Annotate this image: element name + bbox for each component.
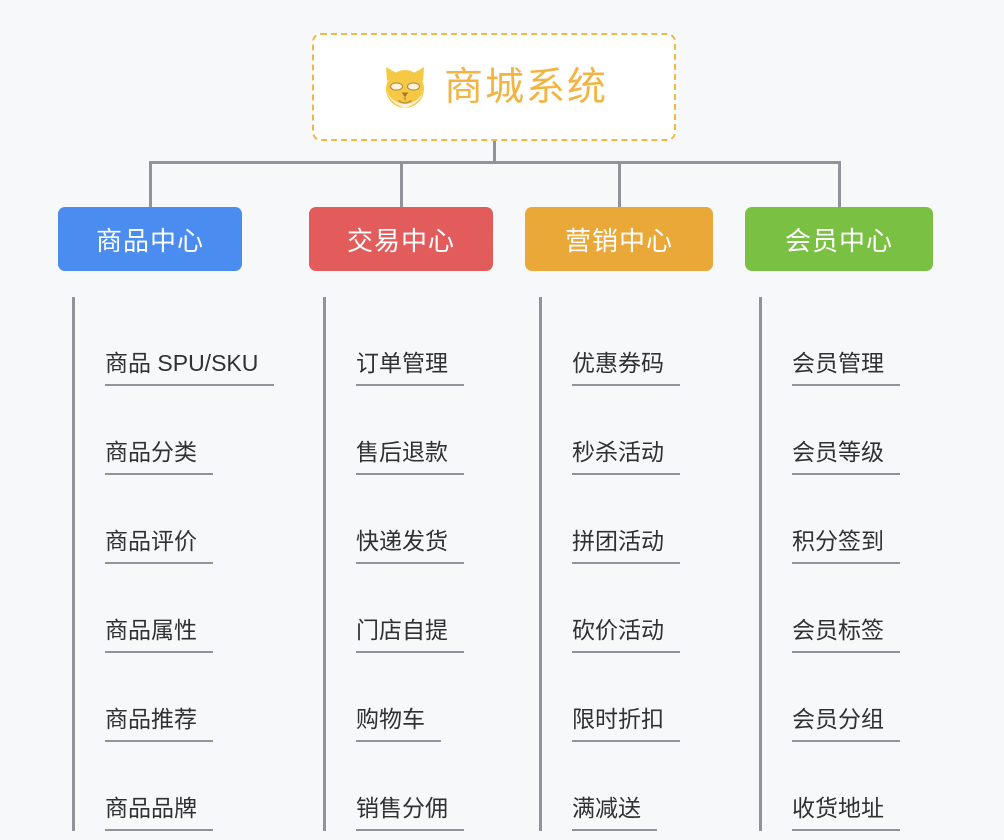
leaf-label: 商品分类 bbox=[105, 439, 213, 475]
leaf-list-product-center: 商品 SPU/SKU 商品分类 商品评价 商品属性 商品推荐 商品品牌 bbox=[72, 297, 275, 831]
list-item[interactable]: 门店自提 bbox=[326, 564, 493, 653]
connector-drop-trade-center bbox=[400, 161, 403, 208]
column-product-center: 商品中心 商品 SPU/SKU 商品分类 商品评价 商品属性 商品推荐 商品品牌 bbox=[58, 207, 275, 831]
leaf-label: 商品评价 bbox=[105, 528, 213, 564]
column-trade-center: 交易中心 订单管理 售后退款 快递发货 门店自提 购物车 销售分佣 bbox=[309, 207, 493, 831]
list-item[interactable]: 订单管理 bbox=[326, 297, 493, 386]
leaf-label: 门店自提 bbox=[356, 617, 464, 653]
category-header-member-center[interactable]: 会员中心 bbox=[745, 207, 933, 271]
leaf-label: 销售分佣 bbox=[356, 795, 464, 831]
list-item[interactable]: 收货地址 bbox=[762, 742, 933, 831]
category-label: 营销中心 bbox=[564, 225, 673, 256]
leaf-label: 优惠券码 bbox=[572, 350, 680, 386]
leaf-label: 收货地址 bbox=[792, 795, 900, 831]
list-item[interactable]: 会员等级 bbox=[762, 386, 933, 475]
list-item[interactable]: 优惠券码 bbox=[542, 297, 713, 386]
list-item[interactable]: 购物车 bbox=[326, 653, 493, 742]
category-header-product-center[interactable]: 商品中心 bbox=[58, 207, 242, 271]
leaf-label: 会员管理 bbox=[792, 350, 900, 386]
list-item[interactable]: 快递发货 bbox=[326, 475, 493, 564]
leaf-label: 商品属性 bbox=[105, 617, 213, 653]
leaf-label: 商品品牌 bbox=[105, 795, 213, 831]
category-header-trade-center[interactable]: 交易中心 bbox=[309, 207, 493, 271]
leaf-list-marketing-center: 优惠券码 秒杀活动 拼团活动 砍价活动 限时折扣 满减送 bbox=[539, 297, 713, 831]
leaf-list-trade-center: 订单管理 售后退款 快递发货 门店自提 购物车 销售分佣 bbox=[323, 297, 493, 831]
leaf-label: 会员标签 bbox=[792, 617, 900, 653]
leaf-label: 订单管理 bbox=[356, 350, 464, 386]
shiba-dog-face-icon bbox=[380, 63, 430, 113]
connector-drop-member-center bbox=[838, 161, 841, 208]
list-item[interactable]: 销售分佣 bbox=[326, 742, 493, 831]
list-item[interactable]: 拼团活动 bbox=[542, 475, 713, 564]
leaf-label: 限时折扣 bbox=[572, 706, 680, 742]
leaf-list-member-center: 会员管理 会员等级 积分签到 会员标签 会员分组 收货地址 bbox=[759, 297, 933, 831]
list-item[interactable]: 会员分组 bbox=[762, 653, 933, 742]
leaf-label: 商品 SPU/SKU bbox=[105, 350, 275, 386]
root-node[interactable]: 商城系统 bbox=[312, 33, 676, 141]
leaf-label: 商品推荐 bbox=[105, 706, 213, 742]
list-item[interactable]: 会员标签 bbox=[762, 564, 933, 653]
list-item[interactable]: 秒杀活动 bbox=[542, 386, 713, 475]
root-title: 商城系统 bbox=[443, 65, 608, 109]
connector-stem bbox=[493, 141, 496, 164]
list-item[interactable]: 商品属性 bbox=[75, 564, 274, 653]
leaf-label: 售后退款 bbox=[356, 439, 464, 475]
list-item[interactable]: 会员管理 bbox=[762, 297, 933, 386]
column-member-center: 会员中心 会员管理 会员等级 积分签到 会员标签 会员分组 收货地址 bbox=[745, 207, 933, 831]
list-item[interactable]: 积分签到 bbox=[762, 475, 933, 564]
connector-drop-marketing-center bbox=[618, 161, 621, 208]
category-label: 商品中心 bbox=[95, 225, 204, 256]
category-label: 会员中心 bbox=[784, 225, 893, 256]
connector-drop-product-center bbox=[149, 161, 152, 208]
list-item[interactable]: 限时折扣 bbox=[542, 653, 713, 742]
column-marketing-center: 营销中心 优惠券码 秒杀活动 拼团活动 砍价活动 限时折扣 满减送 bbox=[525, 207, 713, 831]
leaf-label: 购物车 bbox=[356, 706, 441, 742]
leaf-label: 会员分组 bbox=[792, 706, 900, 742]
leaf-label: 积分签到 bbox=[792, 528, 900, 564]
category-label: 交易中心 bbox=[346, 225, 455, 256]
leaf-label: 满减送 bbox=[572, 795, 657, 831]
list-item[interactable]: 砍价活动 bbox=[542, 564, 713, 653]
list-item[interactable]: 商品推荐 bbox=[75, 653, 274, 742]
leaf-label: 秒杀活动 bbox=[572, 439, 680, 475]
leaf-label: 砍价活动 bbox=[572, 617, 680, 653]
category-header-marketing-center[interactable]: 营销中心 bbox=[525, 207, 713, 271]
list-item[interactable]: 商品品牌 bbox=[75, 742, 274, 831]
list-item[interactable]: 满减送 bbox=[542, 742, 713, 831]
leaf-label: 拼团活动 bbox=[572, 528, 680, 564]
leaf-label: 快递发货 bbox=[356, 528, 464, 564]
list-item[interactable]: 商品分类 bbox=[75, 386, 274, 475]
list-item[interactable]: 售后退款 bbox=[326, 386, 493, 475]
leaf-label: 会员等级 bbox=[792, 439, 900, 475]
list-item[interactable]: 商品 SPU/SKU bbox=[75, 297, 275, 386]
connector-bar bbox=[149, 161, 841, 164]
list-item[interactable]: 商品评价 bbox=[75, 475, 274, 564]
